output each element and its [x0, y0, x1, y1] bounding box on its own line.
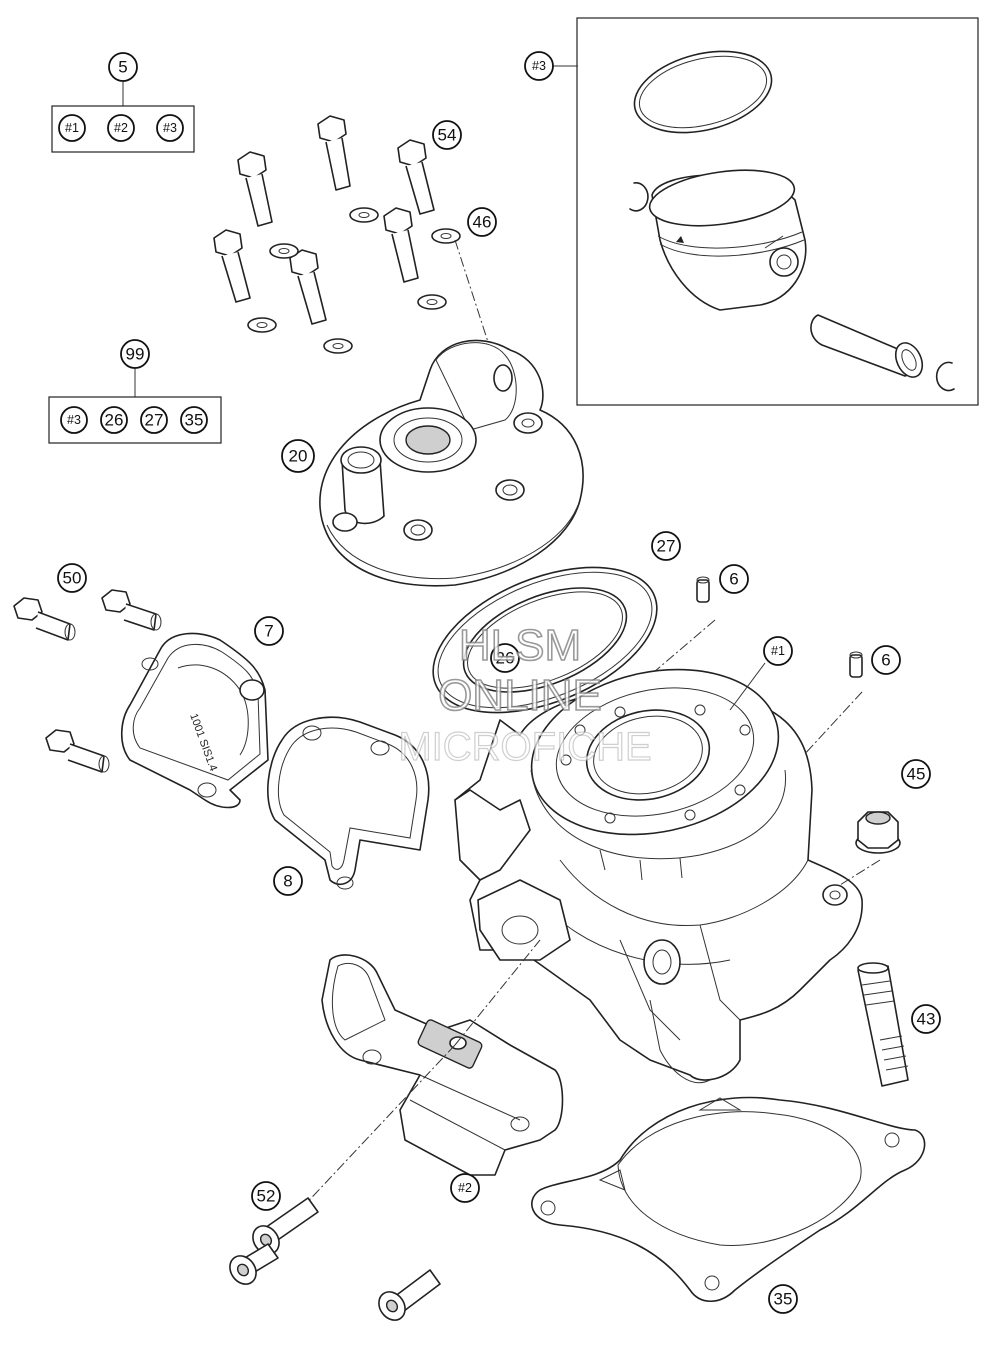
svg-text:54: 54 [438, 126, 457, 145]
kit-5-group: 5 #1 #2 #3 [51, 52, 195, 153]
callout-5-item-1[interactable]: #1 [58, 114, 86, 142]
cover-bolt-3 [45, 729, 110, 773]
svg-text:8: 8 [283, 872, 292, 891]
callout-8[interactable]: 8 [273, 866, 303, 896]
exhaust-valve-cover: 1001 SIS1.4 [120, 632, 269, 809]
piston-ring [633, 50, 773, 134]
callout-27[interactable]: 27 [651, 531, 681, 561]
svg-text:#3: #3 [532, 59, 546, 73]
svg-text:99: 99 [126, 345, 145, 364]
head-washers [247, 207, 461, 354]
cylinder-head [319, 339, 584, 587]
dowel-pin-2 [849, 651, 863, 678]
piston-pin [810, 314, 924, 378]
callout-43[interactable]: 43 [911, 1004, 941, 1034]
callout-99-item-2[interactable]: 26 [100, 406, 128, 434]
svg-text:7: 7 [264, 622, 273, 641]
svg-text:#2: #2 [458, 1181, 472, 1195]
head-bolt-4 [383, 207, 419, 283]
callout-7[interactable]: 7 [254, 616, 284, 646]
dowel-pin-1 [696, 576, 710, 603]
svg-text:5: 5 [118, 58, 127, 77]
head-bolt-6 [289, 249, 327, 325]
callout-45[interactable]: 45 [901, 759, 931, 789]
svg-text:#2: #2 [114, 121, 128, 135]
callout-6-lower[interactable]: 6 [871, 645, 901, 675]
valve-cover-bolts [13, 589, 162, 773]
svg-text:MICROFICHE: MICROFICHE [398, 725, 651, 769]
piston [648, 169, 807, 311]
svg-text:20: 20 [289, 447, 308, 466]
head-bolt-2 [317, 115, 351, 191]
svg-text:50: 50 [63, 569, 82, 588]
svg-text:27: 27 [145, 411, 164, 430]
circlip-right [935, 361, 955, 392]
svg-text:#3: #3 [163, 121, 177, 135]
callout-26[interactable]: 26 [490, 643, 520, 673]
head-bolt-5 [213, 229, 251, 303]
callout-99-item-4[interactable]: 35 [180, 406, 208, 434]
head-o-ring-inner [462, 587, 628, 693]
svg-text:6: 6 [881, 651, 890, 670]
callout-46[interactable]: 46 [467, 207, 497, 237]
svg-text:52: 52 [257, 1187, 276, 1206]
allen-screw-3 [378, 1269, 441, 1321]
valve-cover-gasket [267, 716, 430, 890]
svg-text:43: 43 [917, 1010, 936, 1029]
watermark: HLSM ONLINE MICROFICHE [398, 620, 653, 769]
allen-screw-2 [229, 1243, 279, 1285]
svg-text:35: 35 [774, 1290, 793, 1309]
svg-text:26: 26 [496, 649, 515, 668]
piston-kit-inset: #3 [524, 17, 979, 406]
kit-99-group: 99 #3 26 27 35 [48, 339, 222, 444]
svg-text:6: 6 [729, 570, 738, 589]
svg-text:45: 45 [907, 765, 926, 784]
callout-54[interactable]: 54 [432, 120, 462, 150]
callout-cylinder[interactable]: #1 [763, 636, 793, 666]
svg-text:27: 27 [657, 537, 676, 556]
cover-bolt-1 [13, 597, 76, 641]
head-bolts [213, 115, 435, 325]
svg-text:46: 46 [473, 213, 492, 232]
svg-text:ONLINE: ONLINE [438, 671, 602, 720]
svg-text:#3: #3 [67, 413, 81, 427]
cylinder [454, 668, 863, 1084]
callout-20[interactable]: 20 [281, 439, 315, 473]
callout-99-item-3[interactable]: 27 [140, 406, 168, 434]
stud-bolt [857, 962, 909, 1087]
callout-exhaust-control[interactable]: #2 [450, 1173, 480, 1203]
callout-35[interactable]: 35 [768, 1284, 798, 1314]
head-o-ring-outer [432, 566, 658, 714]
callout-50[interactable]: 50 [57, 563, 87, 593]
svg-text:26: 26 [105, 411, 124, 430]
allen-screws [229, 1197, 441, 1321]
callout-5-item-3[interactable]: #3 [156, 114, 184, 142]
callout-5[interactable]: 5 [108, 52, 138, 82]
callout-6-upper[interactable]: 6 [719, 564, 749, 594]
allen-screw-1 [252, 1197, 319, 1255]
callout-99[interactable]: 99 [120, 339, 150, 369]
callout-5-item-2[interactable]: #2 [107, 114, 135, 142]
circlip-left [629, 182, 649, 212]
exhaust-control-valve [321, 954, 564, 1176]
callout-99-item-1[interactable]: #3 [60, 406, 88, 434]
svg-text:35: 35 [185, 411, 204, 430]
head-bolt-1 [237, 151, 273, 227]
svg-text:#1: #1 [65, 121, 79, 135]
head-bolt-3 [397, 139, 435, 215]
svg-text:#1: #1 [771, 644, 785, 658]
cover-bolt-2 [101, 589, 162, 631]
svg-text:HLSM: HLSM [459, 621, 581, 670]
flange-nut [855, 811, 901, 854]
callout-piston-kit[interactable]: #3 [524, 51, 554, 81]
cylinder-base-gasket [531, 1096, 926, 1303]
callout-52[interactable]: 52 [251, 1181, 281, 1211]
